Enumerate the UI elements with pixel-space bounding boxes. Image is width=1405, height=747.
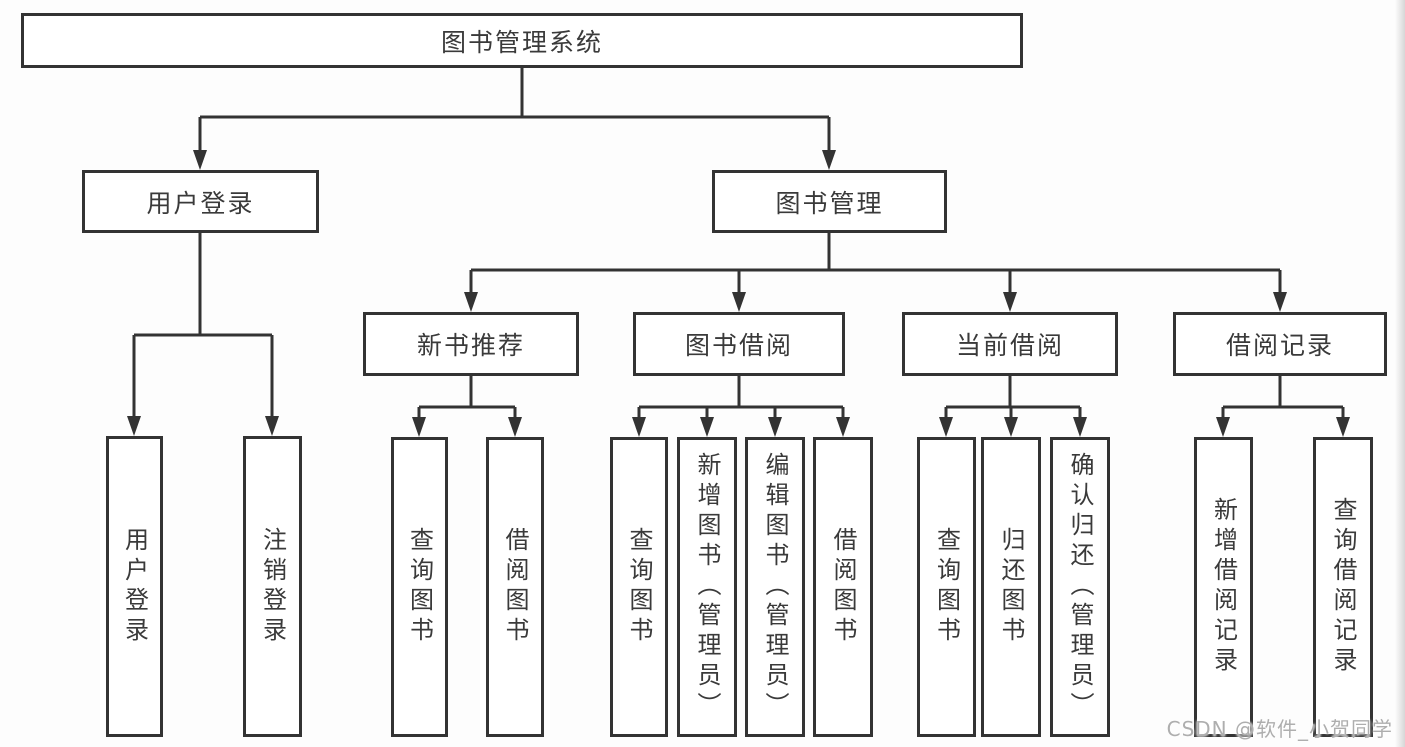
leaf-logout: 注销登录 xyxy=(243,436,302,737)
arrow-down-icon xyxy=(1073,417,1087,437)
node-label: 新增借阅记录 xyxy=(1209,497,1238,677)
leaf-borrow-books: 借阅图书 xyxy=(813,437,873,737)
node-label: 新增图书（管理员） xyxy=(693,452,721,722)
node-label: 借阅图书 xyxy=(501,527,529,647)
arrow-down-icon xyxy=(464,292,478,312)
leaf-return-books: 归还图书 xyxy=(981,437,1041,737)
leaf-query-books-recommend: 查询图书 xyxy=(391,437,448,737)
group-current-borrow: 当前借阅 xyxy=(902,312,1118,376)
leaf-query-borrow-record: 查询借阅记录 xyxy=(1313,437,1373,737)
node-label: 查询借阅记录 xyxy=(1329,497,1357,677)
leaf-confirm-return-admin: 确认归还（管理员） xyxy=(1050,437,1110,737)
node-label: 图书借阅 xyxy=(684,331,793,360)
node-root: 图书管理系统 xyxy=(21,13,1023,68)
node-label: 确认归还（管理员） xyxy=(1066,452,1094,722)
arrow-down-icon xyxy=(127,416,141,436)
arrow-down-icon xyxy=(939,417,953,437)
arrow-down-icon xyxy=(632,417,646,437)
group-borrow-records: 借阅记录 xyxy=(1173,312,1387,376)
arrow-down-icon xyxy=(1004,417,1018,437)
arrow-down-icon xyxy=(1003,292,1017,312)
branch-user-login: 用户登录 xyxy=(82,170,319,233)
arrow-down-icon xyxy=(508,417,522,437)
arrow-down-icon xyxy=(732,292,746,312)
right-edge-shade xyxy=(1395,0,1405,747)
node-label: 借阅图书 xyxy=(829,527,857,647)
leaf-query-books-borrow: 查询图书 xyxy=(610,437,668,737)
group-book-borrow: 图书借阅 xyxy=(633,312,845,376)
node-label: 用户登录 xyxy=(146,188,255,218)
arrow-down-icon xyxy=(193,150,207,170)
node-label: 新书推荐 xyxy=(416,331,525,360)
leaf-borrow-books-recommend: 借阅图书 xyxy=(486,437,544,737)
node-label: 借阅记录 xyxy=(1225,331,1334,360)
leaf-query-books-current: 查询图书 xyxy=(917,437,976,737)
node-label: 查询图书 xyxy=(932,527,961,647)
arrow-down-icon xyxy=(700,417,714,437)
leaf-edit-books-admin: 编辑图书（管理员） xyxy=(745,437,805,737)
arrow-down-icon xyxy=(1336,417,1350,437)
csdn-watermark: CSDN @软件_小贺同学 xyxy=(1166,717,1393,741)
branch-book-management: 图书管理 xyxy=(712,170,947,233)
arrow-down-icon xyxy=(1216,417,1230,437)
node-label: 注销登录 xyxy=(258,526,287,647)
arrow-down-icon xyxy=(822,150,836,170)
arrow-down-icon xyxy=(1273,292,1287,312)
arrow-down-icon xyxy=(768,417,782,437)
arrow-down-icon xyxy=(412,417,426,437)
group-new-book-recommend: 新书推荐 xyxy=(363,312,579,376)
node-label: 当前借阅 xyxy=(955,331,1064,360)
arrow-down-icon xyxy=(265,416,279,436)
node-label: 查询图书 xyxy=(405,527,434,647)
node-label: 归还图书 xyxy=(997,527,1025,647)
node-label: 图书管理 xyxy=(775,188,884,218)
leaf-user-login: 用户登录 xyxy=(106,436,163,737)
leaf-add-borrow-record: 新增借阅记录 xyxy=(1194,437,1253,737)
node-label: 图书管理系统 xyxy=(440,27,603,57)
node-label: 查询图书 xyxy=(625,527,653,647)
node-label: 编辑图书（管理员） xyxy=(761,452,789,722)
leaf-add-books-admin: 新增图书（管理员） xyxy=(677,437,737,737)
node-label: 用户登录 xyxy=(120,526,149,647)
arrow-down-icon xyxy=(836,417,850,437)
